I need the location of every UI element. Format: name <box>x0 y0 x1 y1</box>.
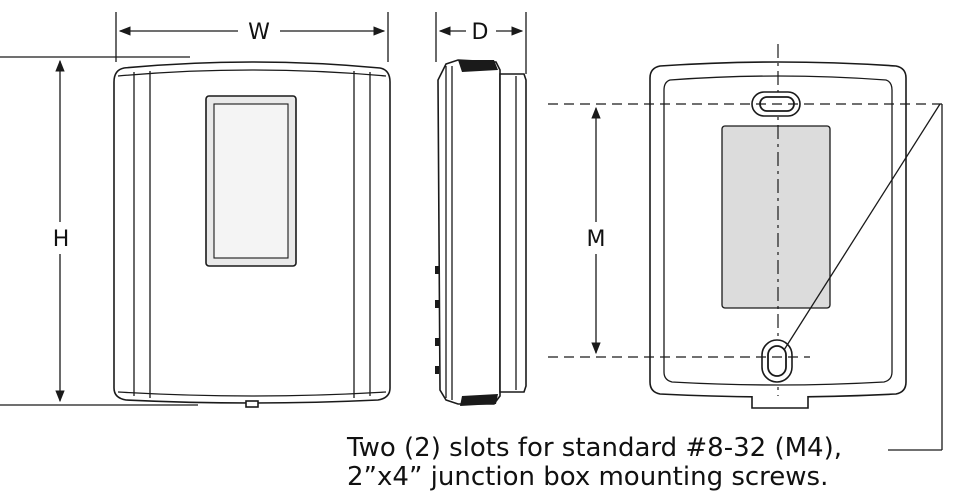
side-tab-2 <box>435 300 439 308</box>
side-profile-outline <box>437 59 501 405</box>
front-top-bevel <box>117 69 387 77</box>
depth-label-bg <box>466 16 496 46</box>
side-tab-3 <box>435 338 439 346</box>
front-display-inner <box>213 103 289 259</box>
back-view: M <box>548 44 943 451</box>
front-bottom-tab <box>245 400 259 408</box>
side-view: D <box>435 12 527 406</box>
note-line-2: 2”x4” junction box mounting screws. <box>347 462 828 492</box>
front-bottom-bevel <box>117 391 387 397</box>
width-label-bg <box>238 16 280 46</box>
side-top-clip <box>458 60 498 72</box>
side-tab-4 <box>435 366 439 374</box>
side-bottom-clip <box>460 394 498 406</box>
side-tab-1 <box>435 266 439 274</box>
height-label: H <box>53 227 70 252</box>
back-center-opening <box>721 125 831 309</box>
back-inner-outline <box>663 75 893 386</box>
mounting-label-bg <box>580 222 612 254</box>
depth-label: D <box>472 20 489 45</box>
side-back-plate <box>499 73 527 393</box>
front-view: W H <box>0 12 391 408</box>
lower-slot-inner <box>767 345 787 377</box>
width-label: W <box>248 20 270 45</box>
mounting-note: Two (2) slots for standard #8-32 (M4), 2… <box>346 433 842 492</box>
note-line-1: Two (2) slots for standard #8-32 (M4), <box>346 433 842 463</box>
mounting-label: M <box>587 227 606 252</box>
back-bottom-tab <box>751 396 809 409</box>
leader-line-to-lower-slot <box>783 103 941 351</box>
height-label-bg <box>45 222 77 254</box>
